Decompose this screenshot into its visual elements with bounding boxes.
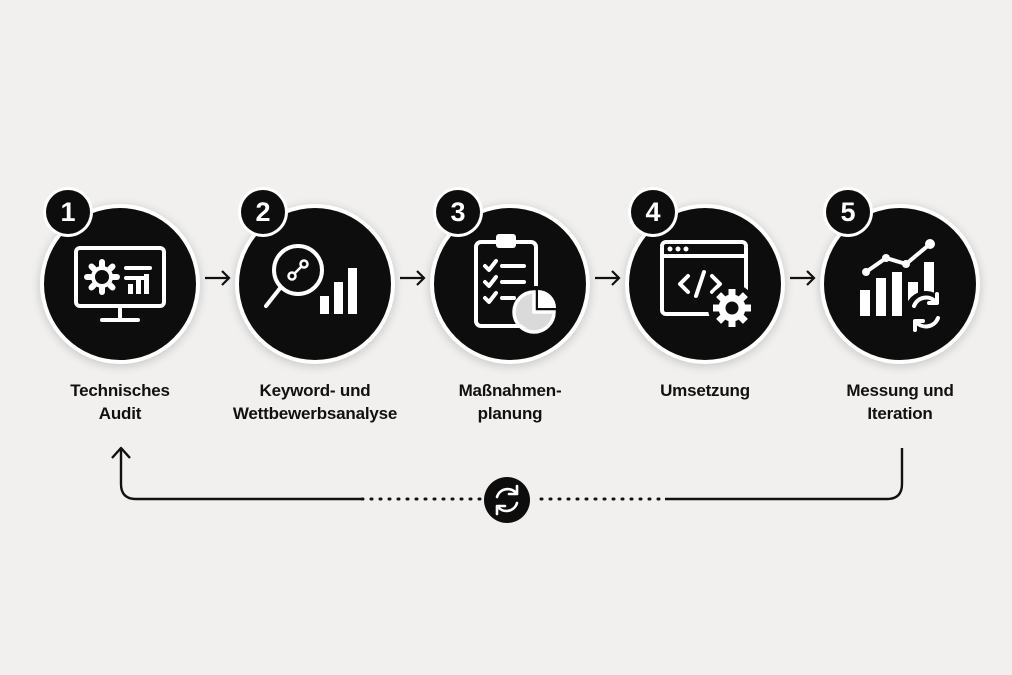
step-number-badge: 3 — [436, 190, 480, 234]
step-label-line2: planung — [477, 404, 543, 423]
step-label-line1: Technisches — [70, 381, 170, 400]
step-number-badge: 1 — [46, 190, 90, 234]
step-label-line1: Keyword- und — [259, 381, 371, 400]
monitor-settings-icon — [74, 246, 166, 322]
arrow-right-icon — [400, 270, 426, 286]
step-label-line2: Audit — [98, 404, 142, 423]
chart-refresh-icon — [860, 239, 947, 333]
step-label-line2: Iteration — [867, 404, 933, 423]
code-gear-icon — [660, 240, 756, 332]
step-label-line1: Messung und — [846, 381, 954, 400]
arrow-right-icon — [595, 270, 621, 286]
cycle-icon — [484, 477, 530, 523]
clipboard-checklist-icon — [474, 234, 558, 334]
step-number-badge: 2 — [241, 190, 285, 234]
search-analytics-icon — [264, 244, 357, 314]
arrow-right-icon — [790, 270, 816, 286]
arrow-right-icon — [205, 270, 231, 286]
step-number-badge: 4 — [631, 190, 675, 234]
step-label-line1: Umsetzung — [660, 381, 750, 400]
step-label-line2: Wettbewerbsanalyse — [232, 404, 398, 423]
feedback-loop-arrow — [111, 446, 904, 501]
step-number-badge: 5 — [826, 190, 870, 234]
step-label-line1: Maßnahmen- — [458, 381, 562, 400]
